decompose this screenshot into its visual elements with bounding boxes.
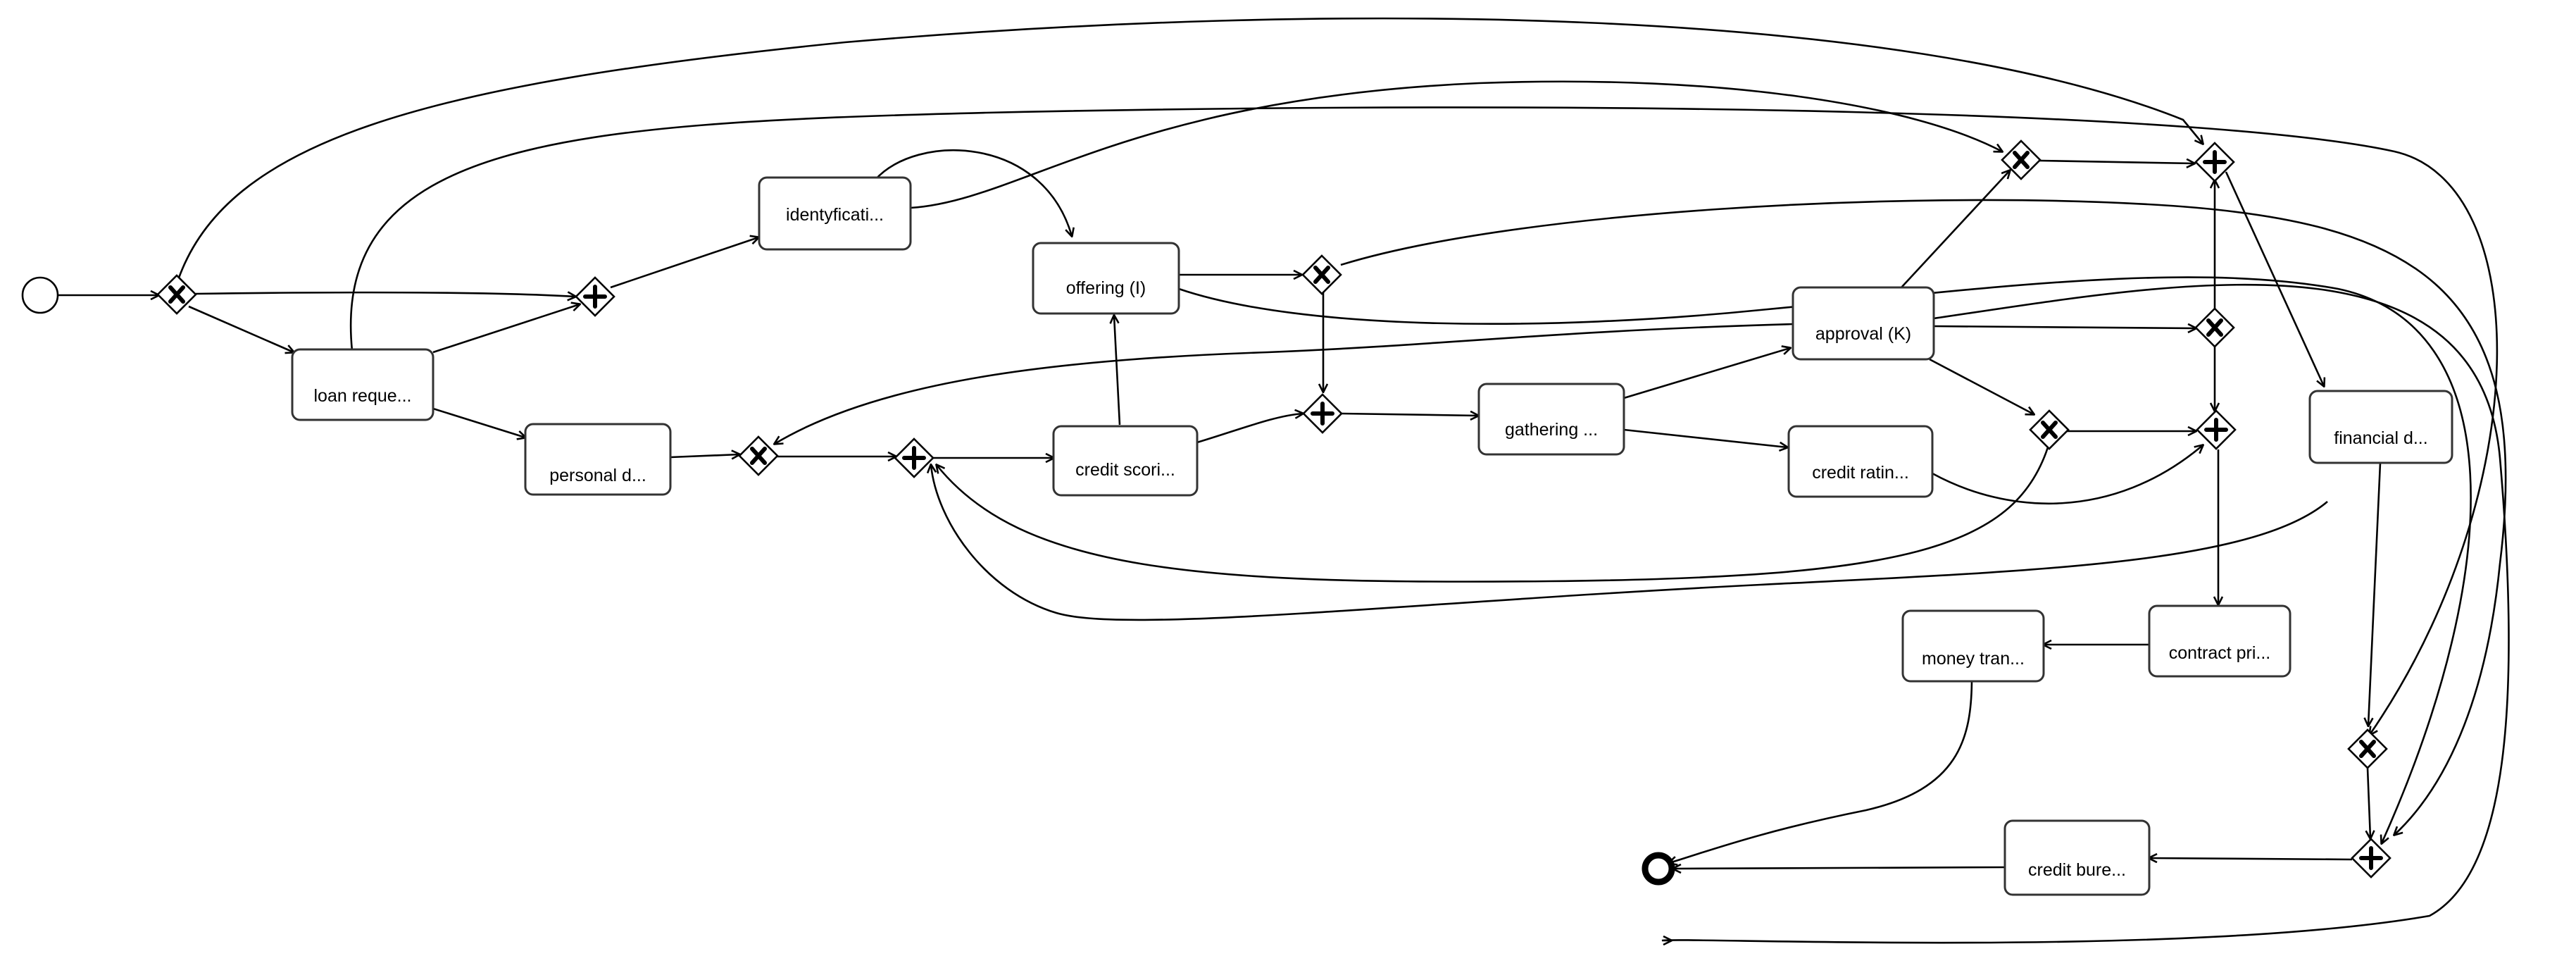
- flow-xor7-to-and6: [2368, 767, 2370, 838]
- x-icon: [2013, 151, 2030, 169]
- flow-financial-to-xor7: [2368, 462, 2382, 726]
- x-icon: [2041, 421, 2058, 439]
- flow-offering-to-xor6: [1178, 276, 2472, 843]
- exclusive-gateway-xor1[interactable]: [156, 274, 197, 315]
- x-icon: [2206, 318, 2223, 337]
- x-icon: [2359, 740, 2376, 758]
- task-credit-scoring[interactable]: credit scori...: [1052, 425, 1199, 497]
- flow-personal-to-xor2: [670, 454, 739, 457]
- end-event[interactable]: [1642, 852, 1675, 886]
- task-financial[interactable]: financial d...: [2308, 390, 2453, 464]
- flow-gathering-to-approval: [1623, 348, 1790, 399]
- flow-xor1-to-and1: [195, 292, 575, 297]
- task-loan-request[interactable]: loan reque...: [291, 348, 434, 421]
- task-label: loan reque...: [314, 386, 412, 406]
- x-icon: [1313, 266, 1330, 284]
- task-approval[interactable]: approval (K): [1792, 286, 1935, 361]
- flow-xor1-to-loan-request: [188, 305, 294, 352]
- flow-money-transfer-to-end: [1669, 678, 1973, 863]
- plus-icon: [2204, 418, 2228, 442]
- parallel-gateway-and6[interactable]: [2351, 838, 2391, 879]
- task-label: offering (I): [1066, 278, 1146, 298]
- exclusive-gateway-xor3[interactable]: [2001, 139, 2042, 180]
- gateways: [156, 139, 2391, 879]
- flow-loan-request-to-personal: [432, 407, 525, 437]
- exclusive-gateway-xor5[interactable]: [2194, 307, 2235, 348]
- plus-icon: [2359, 846, 2383, 870]
- task-personal-data[interactable]: personal d...: [524, 423, 672, 496]
- flow-credit-scoring-to-offering: [1114, 316, 1121, 426]
- tasks: identyficati... loan reque... personal d…: [291, 176, 2453, 896]
- flow-approval-to-end: [1661, 283, 2510, 943]
- task-credit-rating[interactable]: credit ratin...: [1787, 425, 1934, 498]
- task-label: gathering ...: [1505, 420, 1598, 440]
- task-label: financial d...: [2334, 428, 2427, 448]
- flow-and4-to-gathering: [1341, 414, 1478, 416]
- parallel-gateway-and3[interactable]: [2194, 142, 2235, 182]
- x-icon: [750, 447, 767, 465]
- flow-xor3-to-and3: [2039, 161, 2194, 163]
- flow-approval-to-xor2: [775, 323, 1794, 444]
- plus-icon: [902, 446, 926, 470]
- parallel-gateway-and2[interactable]: [894, 437, 934, 478]
- flow-identification-to-offering: [875, 149, 1072, 236]
- plus-icon: [583, 285, 607, 309]
- plus-icon: [2203, 150, 2227, 174]
- flow-and1-to-identification: [610, 237, 758, 289]
- flow-credit-rating-to-and5: [1932, 445, 2203, 504]
- flow-credit-bureau-to-end: [1673, 867, 2006, 869]
- flow-financial-to-and2: [931, 465, 2328, 621]
- x-icon: [168, 285, 185, 304]
- flow-approval-to-xor3: [1901, 170, 2010, 288]
- task-label: contract pri...: [2169, 643, 2271, 663]
- flow-approval-to-xor6: [1929, 358, 2034, 414]
- parallel-gateway-and1[interactable]: [575, 276, 615, 317]
- exclusive-gateway-xor6[interactable]: [2029, 409, 2070, 450]
- exclusive-gateway-xor4[interactable]: [1301, 254, 1342, 295]
- flow-and6-to-credit-bureau: [2149, 858, 2353, 859]
- task-label: credit bure...: [2028, 860, 2126, 880]
- exclusive-gateway-xor2[interactable]: [738, 435, 779, 476]
- task-identification[interactable]: identyficati...: [758, 176, 912, 251]
- task-gathering[interactable]: gathering ...: [1477, 383, 1625, 456]
- flow-approval-to-xor5: [1933, 326, 2196, 328]
- flow-loan-request-to-xor7: [350, 106, 2499, 735]
- task-label: credit scori...: [1075, 460, 1175, 480]
- task-label: credit ratin...: [1812, 463, 1909, 483]
- sequence-flows: [58, 17, 2510, 943]
- events: [21, 276, 1675, 886]
- flow-credit-scoring-to-and4: [1196, 414, 1303, 444]
- task-credit-bureau[interactable]: credit bure...: [2003, 819, 2151, 896]
- task-offering[interactable]: offering (I): [1032, 242, 1180, 315]
- task-contract[interactable]: contract pri...: [2148, 604, 2291, 678]
- task-label: identyficati...: [786, 205, 884, 225]
- task-label: personal d...: [549, 466, 646, 485]
- flow-identification-to-xor3: [910, 80, 2002, 209]
- flow-gathering-to-credit-rating: [1623, 428, 1787, 447]
- exclusive-gateway-xor7[interactable]: [2347, 728, 2388, 769]
- task-label: money tran...: [1922, 649, 2025, 669]
- task-money-transfer[interactable]: money tran...: [1901, 609, 2045, 683]
- parallel-gateway-and5[interactable]: [2196, 409, 2237, 450]
- start-event[interactable]: [21, 276, 59, 314]
- plus-icon: [1311, 402, 1334, 426]
- task-label: approval (K): [1815, 324, 1911, 344]
- flow-xor4-to-and6: [1340, 199, 2507, 835]
- parallel-gateway-and4[interactable]: [1302, 393, 1343, 434]
- flow-and3-to-financial: [2225, 171, 2324, 386]
- flow-xor1-to-and3: [176, 17, 2203, 283]
- flow-xor6-to-and2: [937, 447, 2049, 583]
- flow-loan-request-to-and1: [432, 304, 580, 354]
